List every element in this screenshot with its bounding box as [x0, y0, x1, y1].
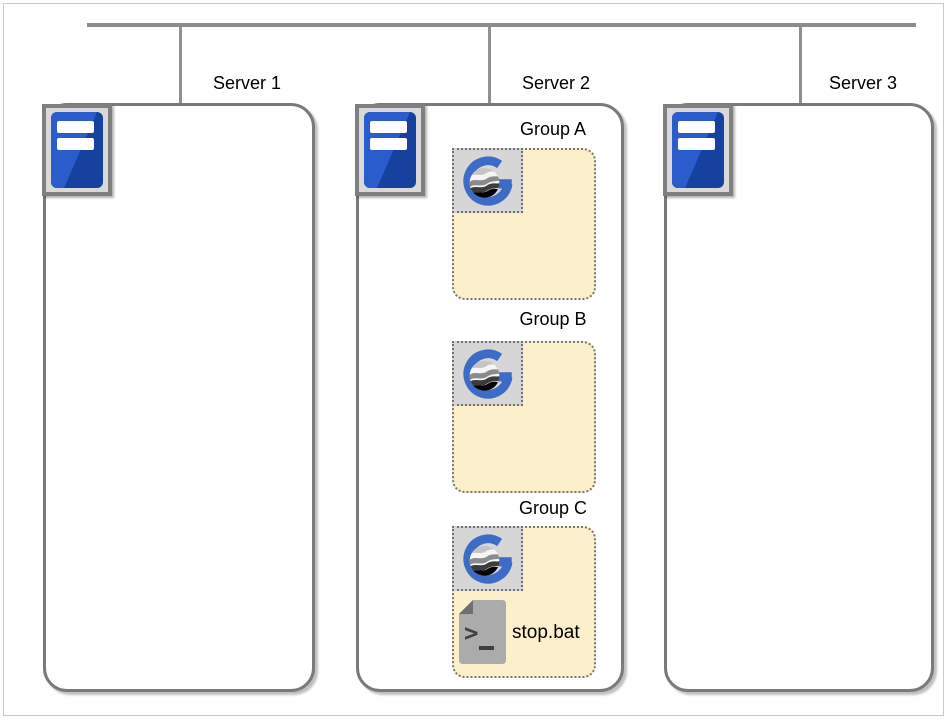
- batch-file-label: stop.bat: [512, 622, 580, 643]
- server-1-box: [43, 103, 315, 692]
- server-tower-icon: [355, 104, 425, 196]
- group-c-label: Group C: [518, 498, 588, 518]
- network-bus-line: [87, 23, 916, 27]
- batch-script-file-icon: >: [459, 600, 506, 664]
- globe-g-app-icon: [462, 155, 512, 206]
- app-icon-frame: [452, 526, 523, 591]
- connector-server-1: [179, 27, 182, 104]
- globe-g-app-icon: [462, 348, 512, 399]
- globe-g-app-icon: [462, 533, 512, 584]
- group-b-label: Group B: [519, 309, 587, 329]
- connector-server-2: [488, 27, 491, 104]
- server-3-label: Server 3: [828, 73, 898, 93]
- svg-text:>: >: [464, 619, 478, 647]
- app-icon-frame: [452, 341, 523, 406]
- connector-server-3: [799, 27, 802, 104]
- server-1-label: Server 1: [212, 73, 282, 93]
- server-3-box: [664, 103, 934, 692]
- group-a-label: Group A: [519, 119, 587, 139]
- app-icon-frame: [452, 148, 523, 213]
- server-2-label: Server 2: [521, 73, 591, 93]
- server-tower-icon: [663, 104, 733, 196]
- server-tower-icon: [42, 104, 112, 196]
